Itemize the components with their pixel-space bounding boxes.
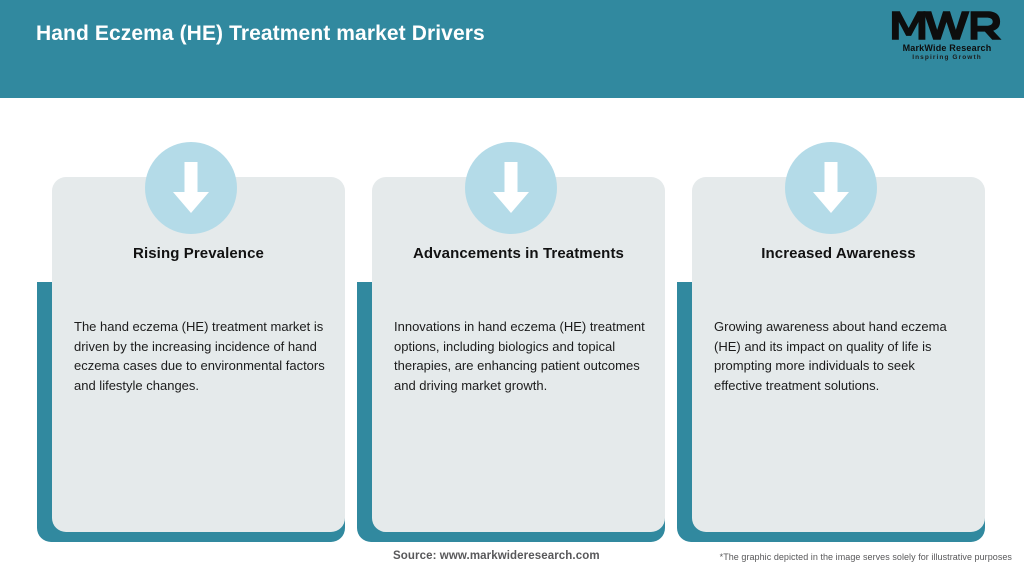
page-title: Hand Eczema (HE) Treatment market Driver… [36, 22, 485, 45]
arrow-down-badge [145, 142, 237, 234]
arrow-down-badge [465, 142, 557, 234]
logo-company-name: MarkWide Research [902, 43, 992, 53]
card-body-text: Growing awareness about hand eczema (HE)… [714, 319, 947, 393]
card-panel: Rising Prevalence The hand eczema (HE) t… [52, 177, 345, 532]
card-title: Rising Prevalence [133, 245, 264, 262]
driver-card-1: Rising Prevalence The hand eczema (HE) t… [37, 142, 345, 542]
arrow-down-badge [785, 142, 877, 234]
mwr-logo-icon [891, 11, 1002, 40]
brand-logo: MarkWide Research Inspiring Growth [888, 8, 1006, 66]
logo-tagline: Inspiring Growth [912, 54, 982, 61]
card-panel: Advancements in Treatments Innovations i… [372, 177, 665, 532]
card-title: Advancements in Treatments [412, 245, 624, 262]
page-footer: Source: www.markwideresearch.com *The gr… [0, 543, 1024, 576]
driver-card-3: Increased Awareness Growing awareness ab… [677, 142, 985, 542]
footer-source-link[interactable]: Source: www.markwideresearch.com [393, 550, 600, 562]
arrow-down-icon [813, 162, 849, 213]
drivers-card-row: Rising Prevalence The hand eczema (HE) t… [0, 98, 1024, 543]
arrow-down-icon [493, 162, 529, 213]
footer-disclaimer: *The graphic depicted in the image serve… [719, 552, 1012, 562]
card-title: Increased Awareness [761, 245, 916, 262]
card-body-text: Innovations in hand eczema (HE) treatmen… [394, 319, 645, 393]
driver-card-2: Advancements in Treatments Innovations i… [357, 142, 665, 542]
arrow-down-icon [173, 162, 209, 213]
card-panel: Increased Awareness Growing awareness ab… [692, 177, 985, 532]
card-body-text: The hand eczema (HE) treatment market is… [74, 319, 325, 393]
page-header: Hand Eczema (HE) Treatment market Driver… [0, 0, 1024, 98]
